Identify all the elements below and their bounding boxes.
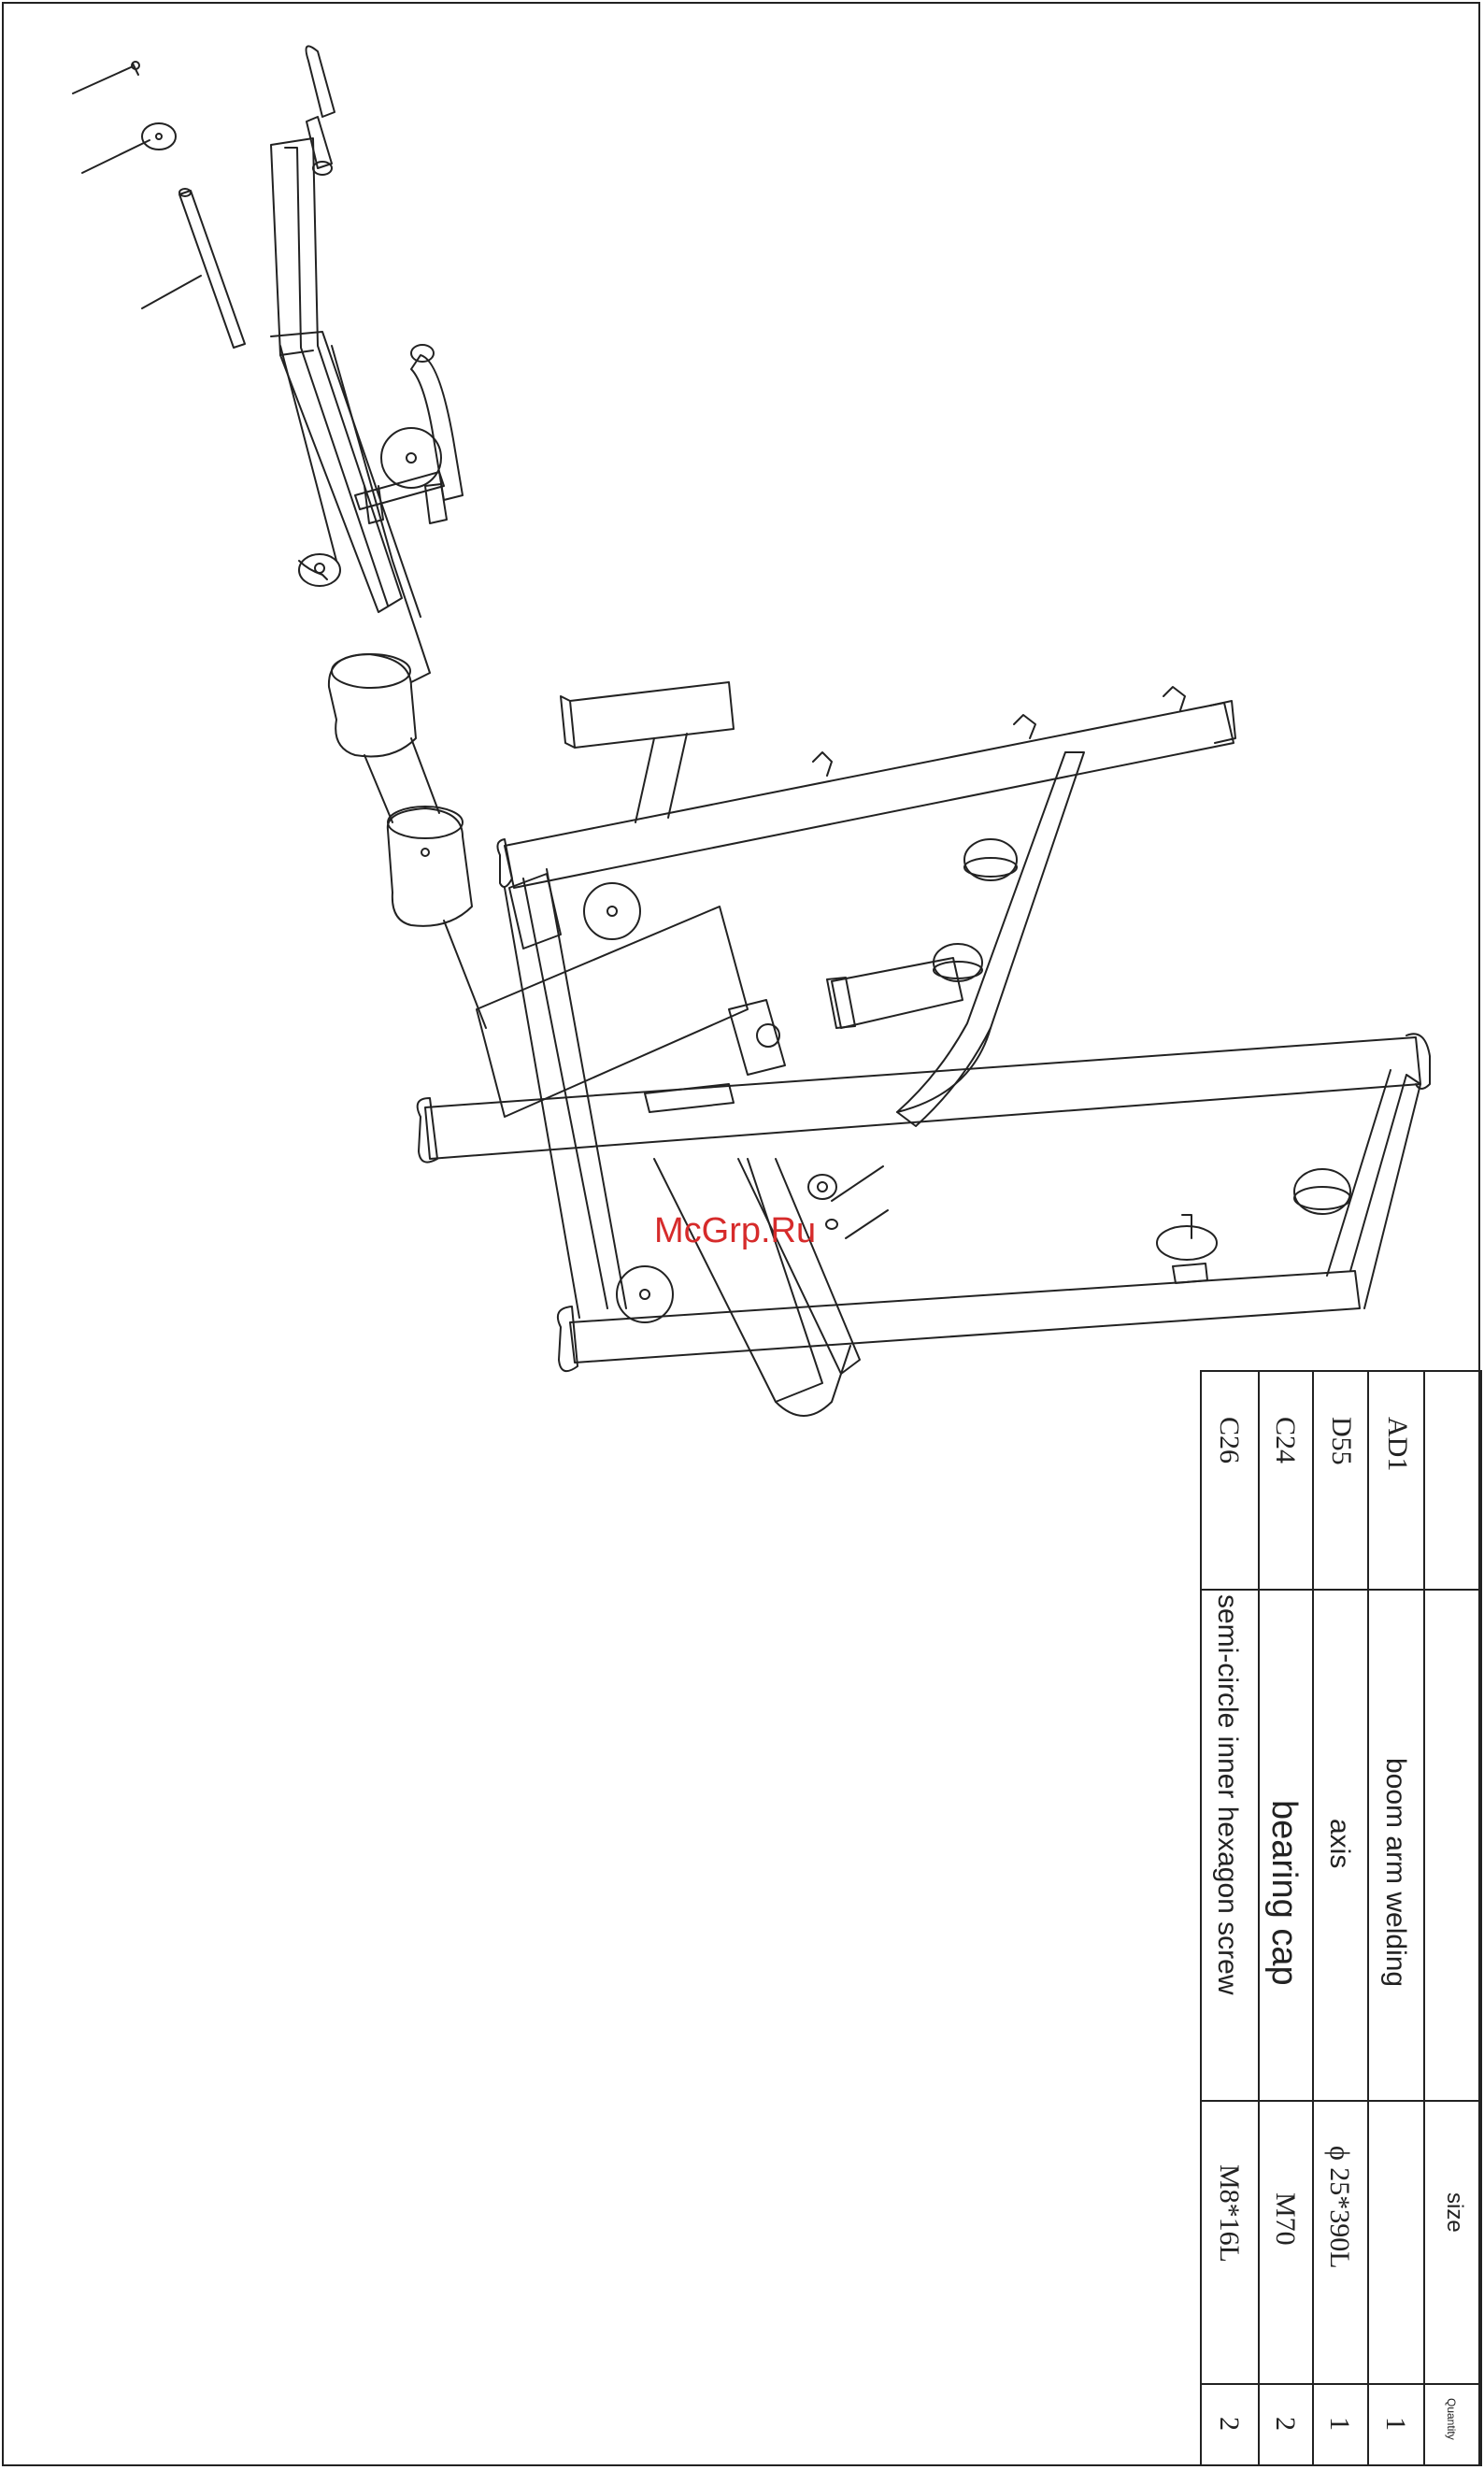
header-quantity: Quantity <box>1445 2398 1458 2440</box>
row-quantity: 1 <box>1324 2417 1355 2431</box>
row-code: D55 <box>1326 1417 1357 1465</box>
row-name: boom arm welding <box>1380 1758 1411 1987</box>
main-frame <box>418 682 1430 1416</box>
row-quantity: 1 <box>1380 2417 1411 2431</box>
row-name: axis <box>1324 1819 1355 1868</box>
row-code: C26 <box>1214 1417 1245 1463</box>
row-size: M70 <box>1270 2192 1301 2246</box>
row-size: ϕ 25*390L <box>1324 2146 1355 2269</box>
row-quantity: 2 <box>1270 2417 1301 2431</box>
parts-table: size Quantity AD1 boom arm welding 1 D55… <box>1200 1370 1482 2466</box>
row-quantity: 2 <box>1214 2417 1245 2431</box>
row-name: semi-circle inner hexagon screw <box>1212 1594 1243 1995</box>
row-code: C24 <box>1270 1417 1301 1463</box>
row-code: AD1 <box>1382 1417 1413 1471</box>
boom-arm <box>271 46 486 1028</box>
row-name: bearing cap <box>1264 1800 1304 1986</box>
leader-lines <box>73 67 888 1238</box>
watermark: McGrp.Ru <box>654 1211 816 1251</box>
row-size: M8*16L <box>1214 2164 1245 2263</box>
header-size: size <box>1442 2192 1467 2233</box>
